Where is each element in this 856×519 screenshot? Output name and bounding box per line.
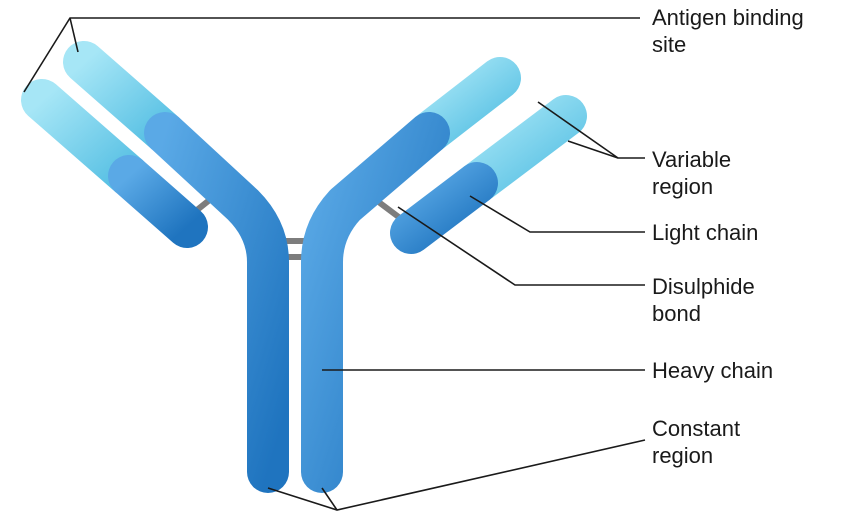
label-heavy-chain: Heavy chain — [652, 357, 773, 384]
leader-light-chain — [470, 196, 645, 232]
label-antigen-binding-site: Antigen binding site — [652, 4, 804, 58]
heavy-chain-left — [84, 62, 268, 472]
label-variable-region: Variable region — [652, 146, 731, 200]
bond-right-arm — [380, 203, 400, 218]
heavy-chain-right — [322, 78, 500, 472]
label-light-chain: Light chain — [652, 219, 758, 246]
label-constant-region: Constant region — [652, 415, 740, 469]
leader-variable-region-branch — [568, 141, 618, 158]
label-disulphide-bond: Disulphide bond — [652, 273, 755, 327]
